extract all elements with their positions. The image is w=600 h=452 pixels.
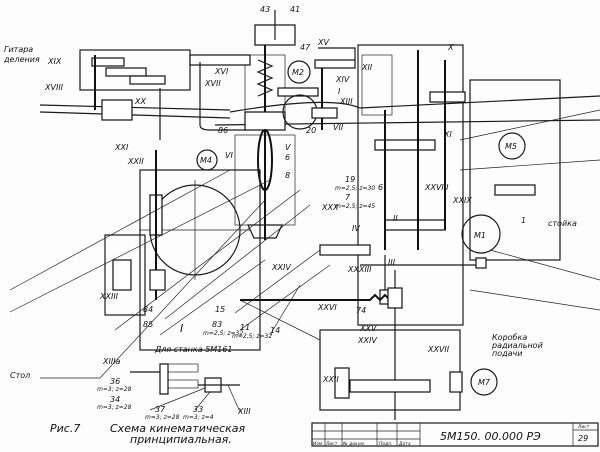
table-label: Стол [10,371,30,380]
shaft-label: XXIX [452,196,472,205]
gear-label: 7 [345,193,351,202]
gear-label: 36 [110,377,120,386]
gear-label: 86 [218,126,228,135]
gear-label: 14 [270,326,280,335]
speed-gearbox [319,44,466,326]
shaft-label: XVIII [44,83,64,92]
gear-label: 15 [215,305,225,314]
radial-feed-label-3: подачи [492,349,522,358]
figure-caption-line1: Схема кинематическая [110,422,246,435]
table-feed-scheme [130,363,240,395]
sheet-number: 29 [578,434,588,443]
title-col-date: Дата [398,441,411,447]
gear-label: 37 [155,405,166,414]
shaft-label: XV [317,38,329,47]
shaft-label: I [180,322,183,335]
radial-feed-label-1: Коробка [492,333,527,342]
gear-param: m=2,5; z=32 [203,330,243,337]
gear-label: 74 [356,306,366,315]
shaft-label: XXV [359,324,377,333]
title-col-sign: Подп. [379,441,393,447]
column-label: стойка [548,219,577,228]
shaft-label: XVII [204,79,221,88]
shaft-label: XIX [47,57,62,66]
document-number: 5М150. 00.000 РЭ [440,430,541,443]
shaft-label: XXII [127,157,144,166]
shaft-label: X [447,43,454,52]
gear-param: m=2,5; z=30 [335,185,375,192]
gear-label: 85 [143,320,153,329]
figure-caption-line2: принципиальная. [130,433,232,446]
shaft-label: XI [443,130,452,139]
title-col-doc: № докум. [342,441,365,447]
motor-m4-label: M4 [200,156,212,165]
gear-label: 6 [285,153,290,162]
shaft-label: I [338,87,341,96]
title-block [311,422,599,447]
shaft-label: II [393,214,398,223]
title-col-sheet: Лист [325,441,338,447]
gear-label: 84 [143,305,153,314]
gear-label: 11 [240,323,250,332]
motor-m5-label: M5 [505,142,517,151]
gear-label: 34 [110,395,120,404]
shaft-label: XXXIII [347,265,372,274]
shaft-label: IV [352,224,360,233]
gear-param: m=2,5; z=45 [335,203,375,210]
radial-feed-box [319,329,498,411]
shaft-label: XIII [237,407,251,416]
gear-param: m=3; z=28 [97,404,132,411]
guitar-label-1: Гитара [4,45,33,54]
gear-param: m=3; z=28 [145,414,180,421]
shaft-label: VI [225,151,233,160]
shaft-label: XIII [339,97,353,106]
shaft-label: XXVIII [424,183,449,192]
shaft-label: V [285,143,291,152]
shaft-label: XXIV [357,336,377,345]
for-machine-label: Для станка 5М161 [154,345,232,354]
radial-feed-label-2: радиальной [491,341,543,350]
shaft-label: XVI [214,67,229,76]
motor-m2-label: M2 [292,68,304,77]
shaft-label: XXVI [317,303,337,312]
shaft-label: XXVII [427,345,450,354]
gear-label: 8 [285,171,290,180]
gear-label: 47 [300,43,311,52]
shaft-label: XX [134,97,146,106]
gear-label: 41 [290,5,300,14]
shaft-label: XXX [321,203,339,212]
shaft-label: III [388,258,396,267]
gear-label: 19 [345,175,355,184]
sheet-label: Лист [577,424,590,430]
shaft-label: XII [361,63,373,72]
title-col-change: Изм [313,441,323,447]
figure-number: Рис.7 [50,422,80,435]
gear-label: 1 [521,216,526,225]
leader-lines [9,109,600,413]
shaft-label: XXII [322,375,339,384]
gear-param: m=3; z=28 [97,386,132,393]
shaft-label: VII [333,123,344,132]
gear-label: 20 [306,126,316,135]
shaft-label: XXIV [271,263,291,272]
gear-label: 33 [193,405,203,414]
indexing-guitar [39,49,231,140]
gear-param: m=3; z=4 [183,414,214,421]
shaft-label: XIV [335,75,350,84]
guitar-label-2: деления [3,55,40,64]
shaft-label: XIIIa [102,357,121,366]
gear-label: 6 [378,183,383,192]
shaft-label: XXI [114,143,129,152]
gear-param: m=2,5; z=32 [232,333,272,340]
motor-m1-label: M1 [474,231,486,240]
spindle-assembly [234,10,296,240]
table-assembly [104,149,261,351]
gear-label: 83 [212,320,222,329]
motor-m7-label: M7 [478,378,491,387]
gear-label: 43 [260,5,270,14]
shaft-label: XXIII [99,292,119,301]
